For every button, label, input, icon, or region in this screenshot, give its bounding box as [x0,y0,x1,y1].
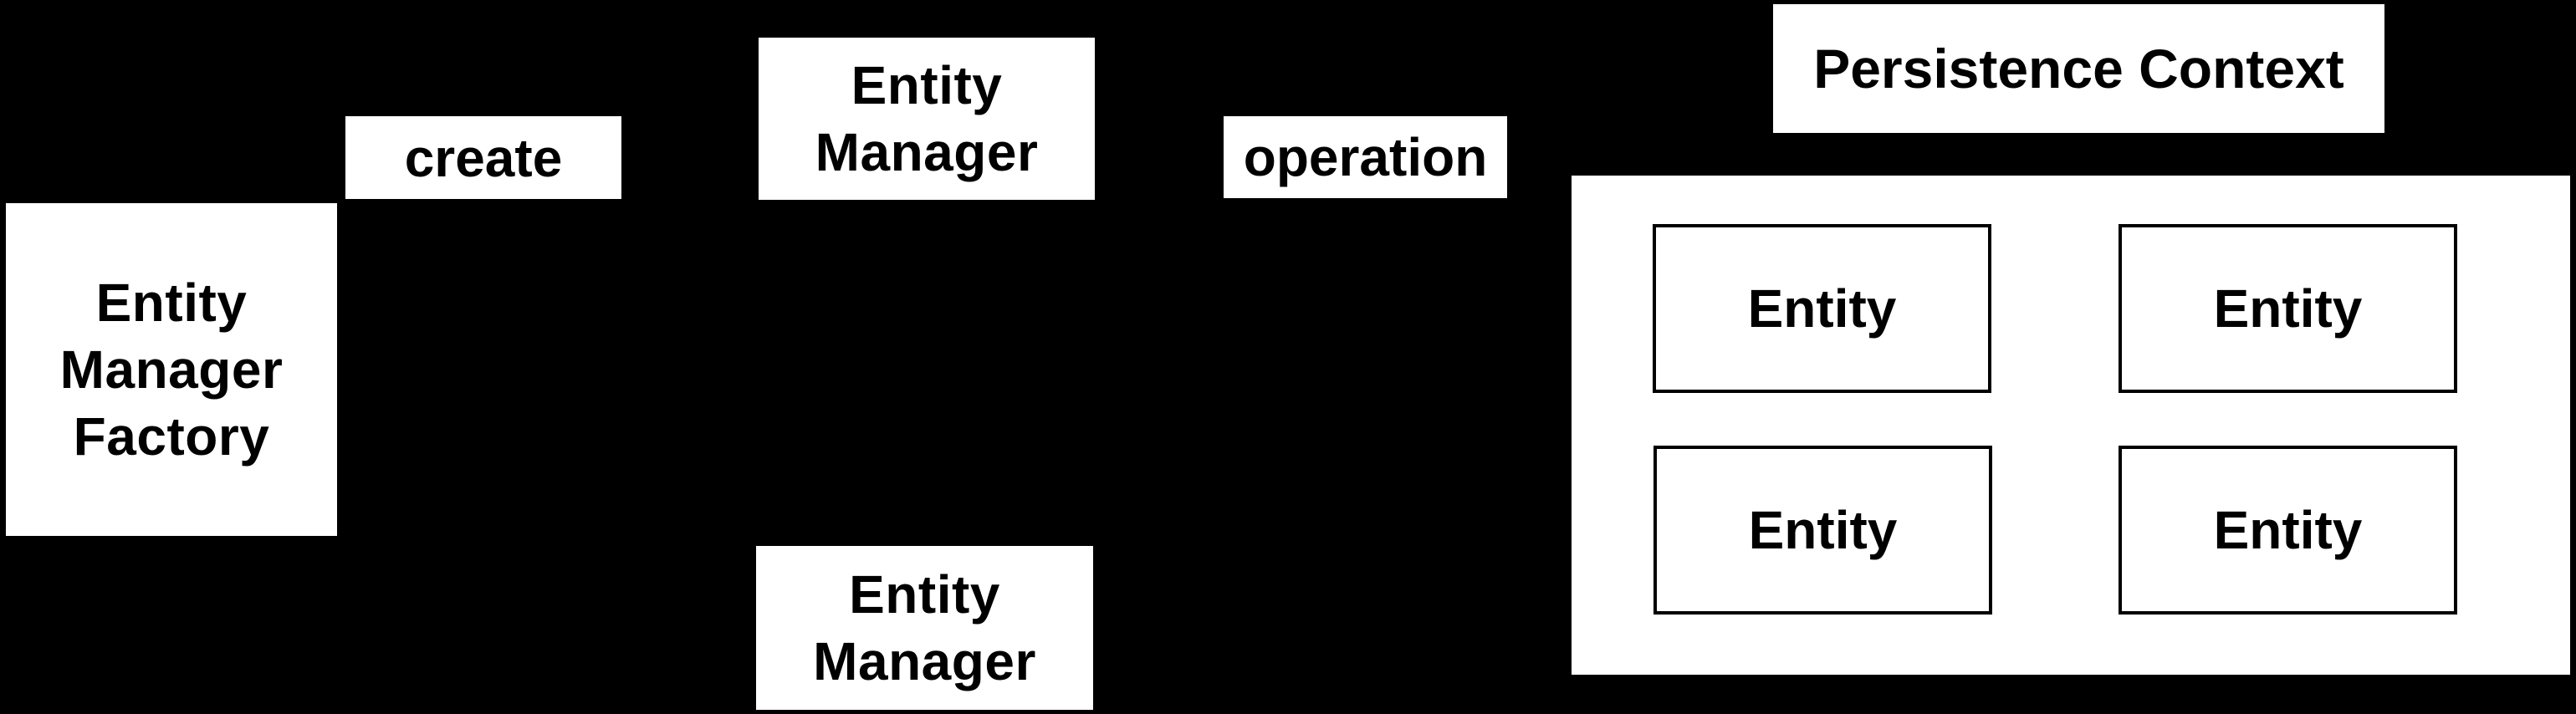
entity-node-2: Entity [2119,224,2457,393]
entity-manager-node-top: Entity Manager [759,38,1095,200]
entity-node-4: Entity [2119,446,2457,615]
label-line: Entity [849,564,1000,625]
operation-edge-label: operation [1224,116,1507,198]
entity-manager-factory-node: Entity Manager Factory [6,203,337,536]
entity-node-2-label: Entity [2213,278,2363,339]
label-line: Manager [815,122,1039,182]
label-line: Entity [95,273,248,333]
entity-manager-factory-label: Entity Manager Factory [60,269,284,470]
entity-manager-node-bottom: Entity Manager [756,546,1093,710]
label-line: Manager [59,339,284,400]
label-line: Entity [851,55,1003,115]
persistence-context-title: Persistence Context [1773,4,2384,133]
entity-manager-bottom-label: Entity Manager [813,561,1036,695]
persistence-context-title-text: Persistence Context [1813,38,2344,99]
create-edge-label: create [345,116,621,199]
operation-edge-label-text: operation [1243,127,1488,187]
label-line: Factory [73,406,270,467]
entity-node-3-label: Entity [1748,500,1898,560]
label-line: Manager [813,631,1036,691]
entity-manager-top-label: Entity Manager [815,52,1039,186]
entity-node-4-label: Entity [2213,500,2363,560]
create-edge-label-text: create [404,127,563,188]
entity-node-1-label: Entity [1747,278,1897,339]
entity-node-1: Entity [1653,224,1991,393]
entity-node-3: Entity [1653,446,1992,615]
persistence-context-container: Entity Entity Entity Entity [1572,176,2570,675]
